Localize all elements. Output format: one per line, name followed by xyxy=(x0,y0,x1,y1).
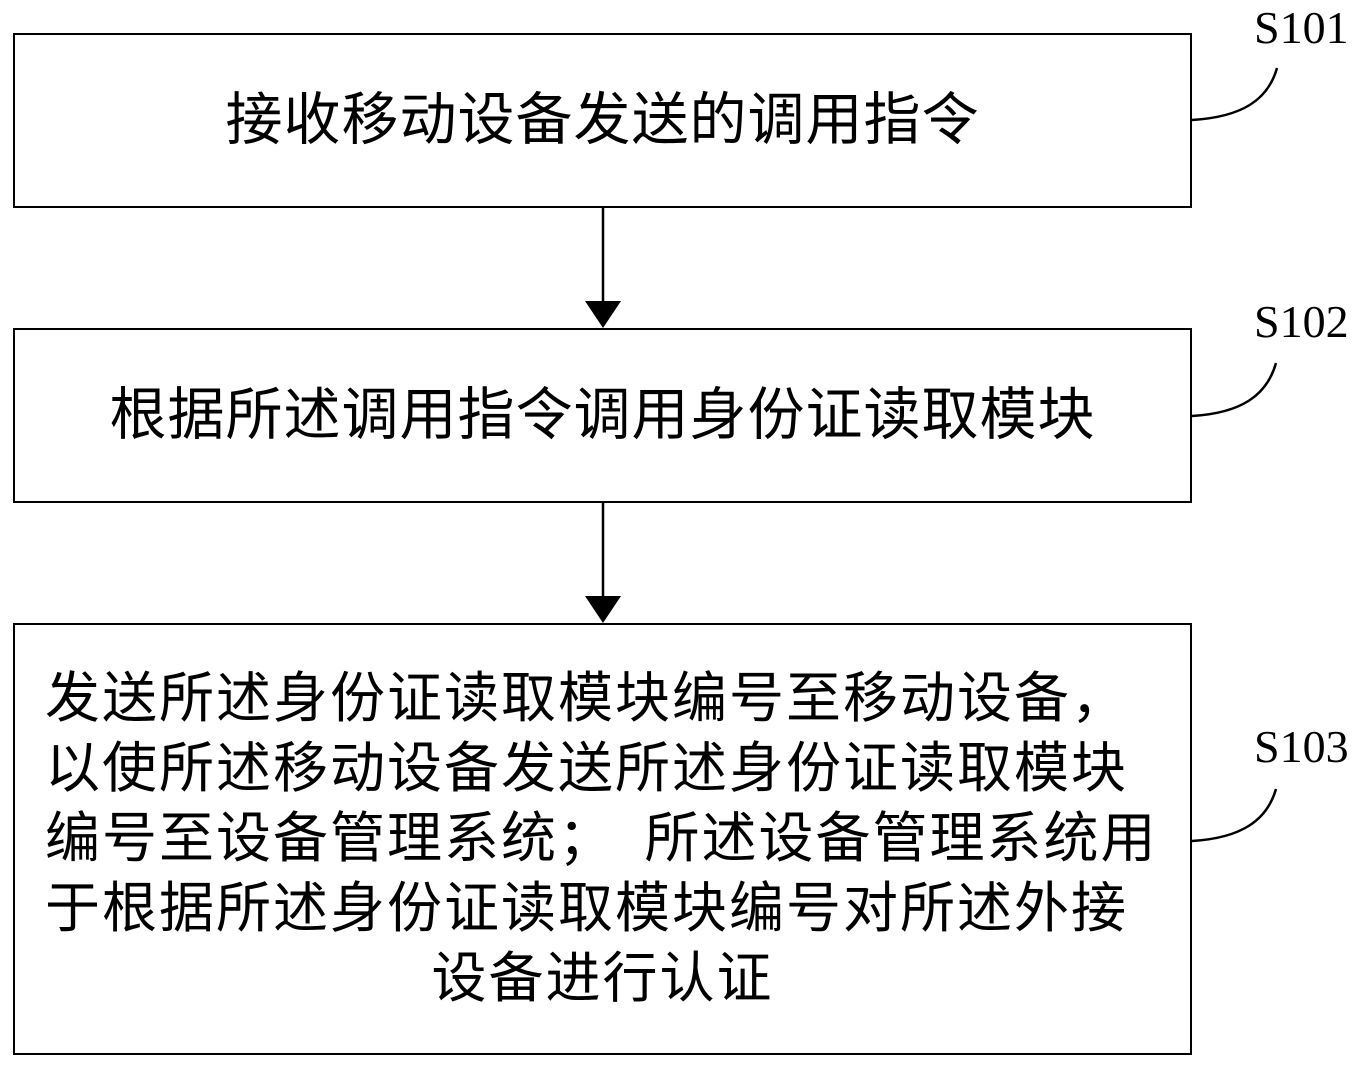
step-text-s101: 接收移动设备发送的调用指令 xyxy=(225,88,980,152)
arrowhead-icon xyxy=(585,301,621,328)
step-text-s103-line-5: 设备进行认证 xyxy=(431,948,774,1009)
step-text-s103-line-3: 编号至设备管理系统； 所述设备管理系统用 xyxy=(45,808,1158,869)
step-box-s102: 根据所述调用指令调用身份证读取模块 xyxy=(13,328,1192,503)
step-label-s103: S103 xyxy=(1254,721,1349,772)
step-box-s103: 发送所述身份证读取模块编号至移动设备， 以使所述移动设备发送所述身份证读取模块 … xyxy=(13,623,1192,1055)
arrow-s102-to-s103 xyxy=(585,503,621,623)
step-text-s102: 根据所述调用指令调用身份证读取模块 xyxy=(109,383,1096,447)
step-text-s103-line-4: 于根据所述身份证读取模块编号对所述外接 xyxy=(45,878,1129,939)
arrowhead-icon xyxy=(585,596,621,623)
leader-curve-s103 xyxy=(1191,788,1278,843)
step-box-s101: 接收移动设备发送的调用指令 xyxy=(13,33,1192,208)
step-text-s103-line-1: 发送所述身份证读取模块编号至移动设备， xyxy=(45,668,1129,729)
step-label-s101: S101 xyxy=(1254,2,1349,53)
step-text-s103-line-2: 以使所述移动设备发送所述身份证读取模块 xyxy=(45,738,1129,799)
leader-curve-s101 xyxy=(1191,67,1279,122)
leader-curve-s102 xyxy=(1191,362,1278,418)
arrow-s101-to-s102 xyxy=(585,208,621,328)
step-label-s102: S102 xyxy=(1254,296,1349,347)
